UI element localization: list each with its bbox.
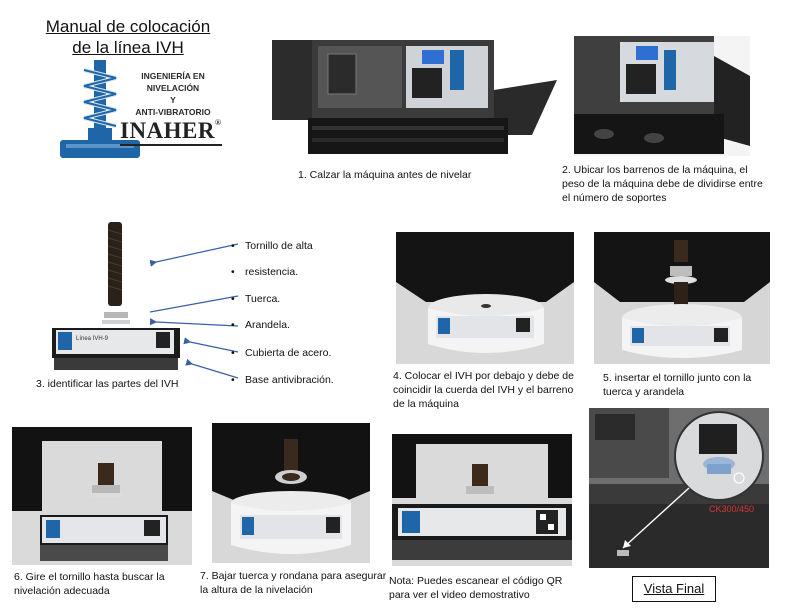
note-qr: Nota: Puedes escanear el código QR para …: [389, 575, 563, 601]
ivh-parts-diagram: Línea IVH-9: [52, 222, 180, 370]
caption-step6: 6. Gire el tornillo hasta buscar la nive…: [14, 571, 165, 597]
title-line-1: Manual de colocación: [45, 17, 211, 36]
final-view-photo: CK300/450: [589, 408, 769, 568]
part-item-tuerca: Tuerca.: [231, 293, 280, 305]
logo-tagline: INGENIERÍA EN NIVELACIÓN Y ANTI-VIBRATOR…: [135, 71, 211, 117]
document-title: Manual de colocación de la línea IVH: [28, 16, 228, 58]
caption-step5: 5. insertar el tornillo junto con la tue…: [603, 372, 752, 398]
part-item-tornillo: Tornillo de alta: [231, 240, 313, 252]
machine-image-step1: [272, 40, 557, 154]
ivh-bolt-insert-step5: [594, 232, 770, 364]
caption-step7: 7. Bajar tuerca y rondana para asegurar …: [200, 570, 387, 596]
photo-machine-code: CK300/450: [709, 504, 754, 514]
part-item-cubierta: Cubierta de acero.: [231, 347, 331, 359]
ivh-qr-label-image: [392, 434, 572, 566]
caption-step2: 2. Ubicar los barrenos de la máquina, el…: [562, 164, 763, 204]
ivh-lock-nut-step7: [212, 423, 370, 563]
part-item-arandela: Arandela.: [231, 319, 290, 331]
vista-final-label: Vista Final: [632, 576, 716, 602]
ivh-label-name: Línea IVH-9: [76, 336, 109, 342]
part-arrows: [150, 243, 239, 379]
ivh-leveling-step6: [12, 427, 192, 565]
title-line-2: de la línea IVH: [72, 38, 184, 57]
part-item-base: Base antivibración.: [231, 374, 334, 386]
caption-step1: 1. Calzar la máquina antes de nivelar: [298, 169, 472, 181]
caption-step4: 4. Colocar el IVH por debajo y debe de c…: [393, 370, 574, 410]
logo-brand-name: INAHER®: [120, 118, 222, 146]
caption-step3: 3. identificar las partes del IVH: [36, 378, 179, 390]
ivh-under-machine-step4: [396, 232, 574, 364]
part-item-tornillo-cont: resistencia.: [231, 266, 298, 278]
machine-holes-image-step2: [574, 36, 750, 156]
